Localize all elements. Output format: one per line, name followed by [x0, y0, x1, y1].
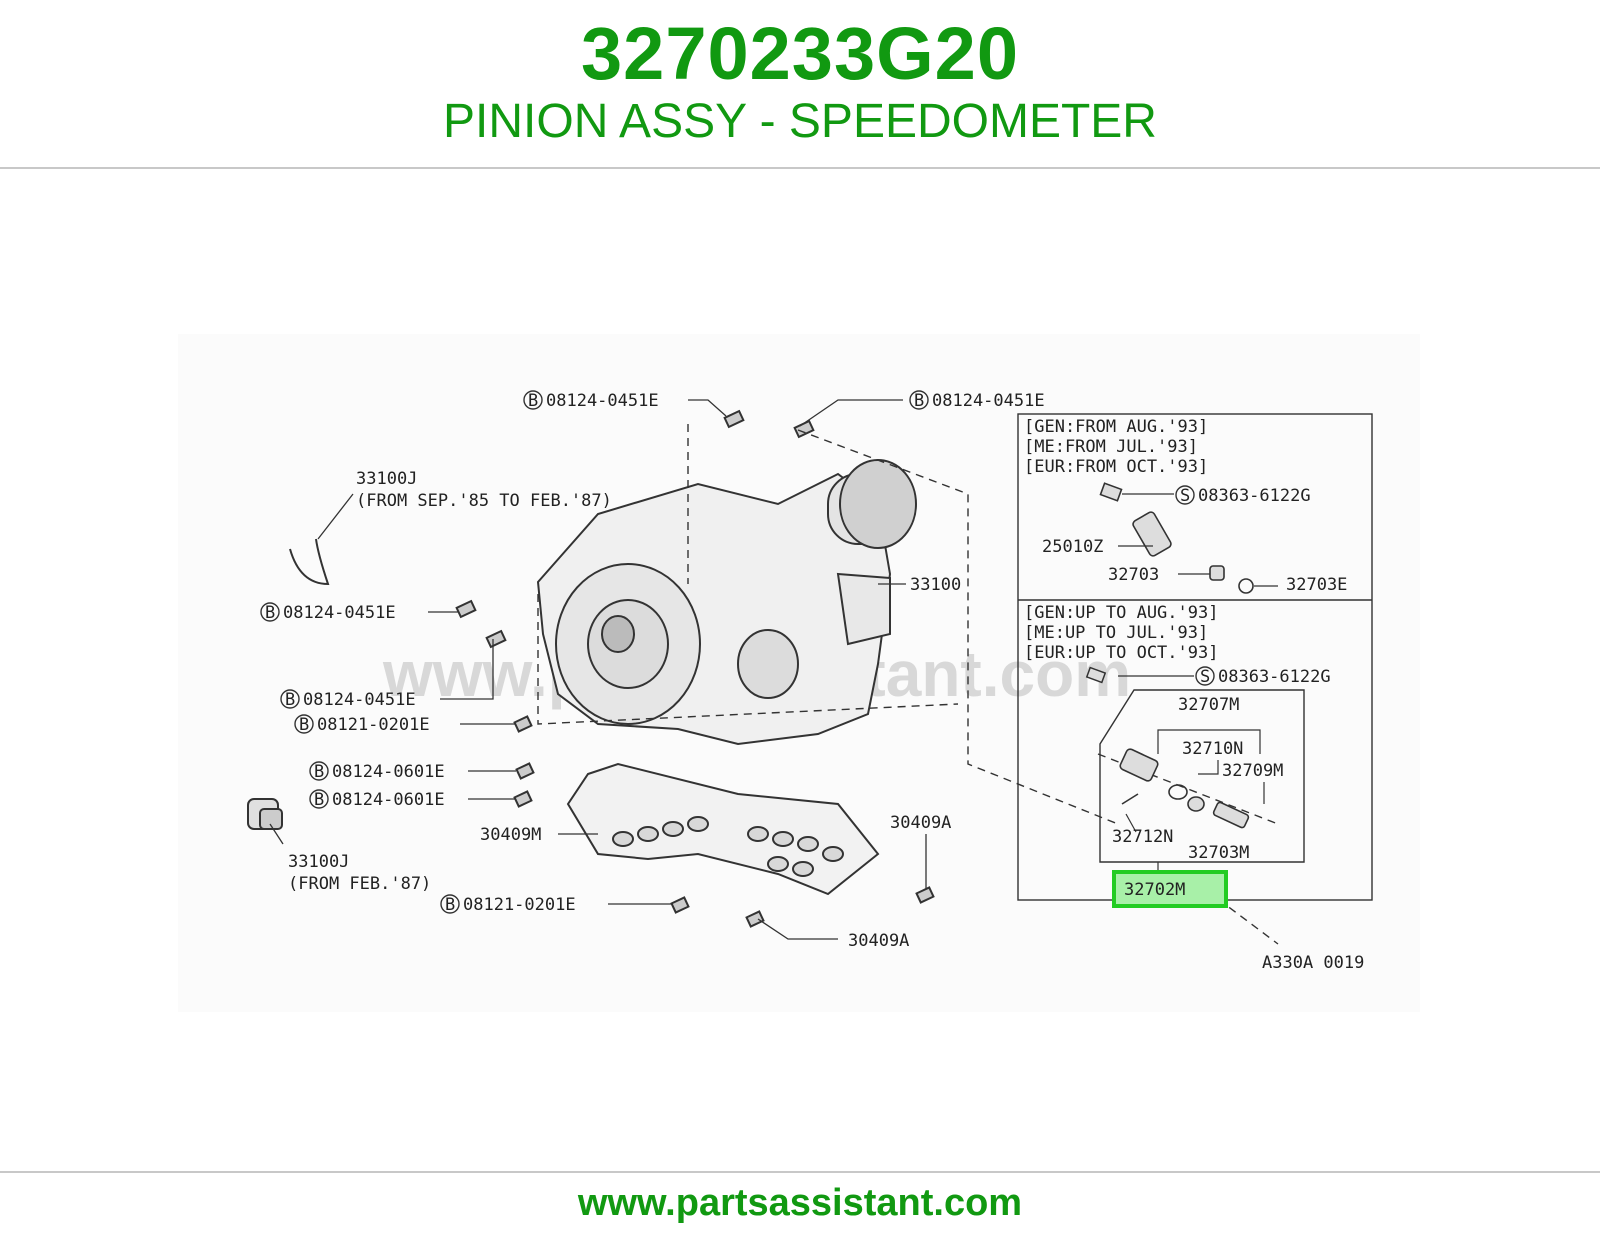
- diagram-svg: www.partsassistant.com: [178, 334, 1420, 1012]
- svg-text:S: S: [1200, 667, 1210, 687]
- clip-33100j-top: [289, 538, 330, 586]
- new-box-screw: 08363-6122G: [1198, 486, 1311, 506]
- callout-33100j-top: 33100J: [356, 469, 417, 489]
- part-name-subtitle: PINION ASSY - SPEEDOMETER: [443, 95, 1157, 148]
- svg-text:B: B: [299, 715, 309, 735]
- bottom-divider: [0, 1171, 1600, 1173]
- svg-text:B: B: [914, 391, 924, 411]
- new-box-sensor-25010z: 25010Z: [1042, 537, 1103, 557]
- diagram-code: A330A 0019: [1262, 953, 1364, 973]
- new-box-32703: 32703: [1108, 565, 1159, 585]
- mount-33100j-bottom: [247, 798, 283, 830]
- bolt-icons: [455, 409, 935, 928]
- new-box-note-me: [ME:FROM JUL.'93]: [1024, 437, 1198, 457]
- transfer-case-housing: [536, 459, 917, 746]
- footer-website-link[interactable]: www.partsassistant.com: [577, 1182, 1023, 1224]
- callout-08124-0451e-left2: 08124-0451E: [303, 690, 416, 710]
- speed-sensor-parts: [1099, 482, 1254, 594]
- callout-08124-0601e-b: 08124-0601E: [332, 790, 445, 810]
- new-box-32703e: 32703E: [1286, 575, 1347, 595]
- svg-text:B: B: [314, 762, 324, 782]
- callout-33100j-bottom: 33100J: [288, 852, 349, 872]
- part-number-title: 3270233G20: [581, 12, 1019, 95]
- pinion-kit-parts: [1119, 748, 1250, 829]
- callout-30409a-right: 30409A: [890, 813, 951, 833]
- svg-text:B: B: [445, 895, 455, 915]
- callout-08121-0201e-mid: 08121-0201E: [317, 715, 430, 735]
- page-header: 3270233G20 PINION ASSY - SPEEDOMETER: [0, 0, 1600, 168]
- old-box-screw-icon: [1085, 666, 1107, 684]
- callout-08124-0451e-left: 08124-0451E: [283, 603, 396, 623]
- speedometer-detail-box: [GEN:FROM AUG.'93] [ME:FROM JUL.'93] [EU…: [1017, 413, 1373, 908]
- svg-text:B: B: [314, 790, 324, 810]
- old-box-32712n: 32712N: [1112, 827, 1173, 847]
- callout-30409m: 30409M: [480, 825, 541, 845]
- callout-08124-0451e-top-right: 08124-0451E: [932, 391, 1045, 411]
- old-box-32703m: 32703M: [1188, 843, 1249, 863]
- skid-plate: [566, 762, 880, 896]
- new-box-note-gen: [GEN:FROM AUG.'93]: [1024, 417, 1208, 437]
- leader-lines: [269, 399, 927, 940]
- old-box-note-gen: [GEN:UP TO AUG.'93]: [1024, 603, 1218, 623]
- top-divider: [0, 167, 1600, 169]
- svg-text:B: B: [285, 690, 295, 710]
- callout-labels: B 08124-0451E B 08124-0451E 33100J (FROM…: [260, 390, 1045, 951]
- svg-text:S: S: [1180, 486, 1190, 506]
- old-box-note-me: [ME:UP TO JUL.'93]: [1024, 623, 1208, 643]
- old-box-32709m: 32709M: [1222, 761, 1283, 781]
- old-box-screw: 08363-6122G: [1218, 667, 1331, 687]
- highlighted-callout-box[interactable]: [1112, 870, 1228, 908]
- highlighted-callout-32702m[interactable]: 32702M: [1124, 880, 1185, 900]
- new-box-note-eur: [EUR:FROM OCT.'93]: [1024, 457, 1208, 477]
- exploded-parts-diagram: www.partsassistant.com: [178, 334, 1420, 1012]
- old-box-32707m: 32707M: [1178, 695, 1239, 715]
- callout-30409a-bottom: 30409A: [848, 931, 909, 951]
- pinion-kit-box: [1099, 689, 1305, 863]
- svg-text:B: B: [528, 391, 538, 411]
- callout-33100j-top-note: (FROM SEP.'85 TO FEB.'87): [356, 491, 612, 511]
- old-box-32710n: 32710N: [1182, 739, 1243, 759]
- callout-33100: 33100: [910, 575, 961, 595]
- callout-08121-0201e-bottom: 08121-0201E: [463, 895, 576, 915]
- callout-08124-0451e-top-left: 08124-0451E: [546, 391, 659, 411]
- old-box-note-eur: [EUR:UP TO OCT.'93]: [1024, 643, 1218, 663]
- svg-text:B: B: [265, 603, 275, 623]
- callout-33100j-bottom-note: (FROM FEB.'87): [288, 874, 431, 894]
- callout-08124-0601e-a: 08124-0601E: [332, 762, 445, 782]
